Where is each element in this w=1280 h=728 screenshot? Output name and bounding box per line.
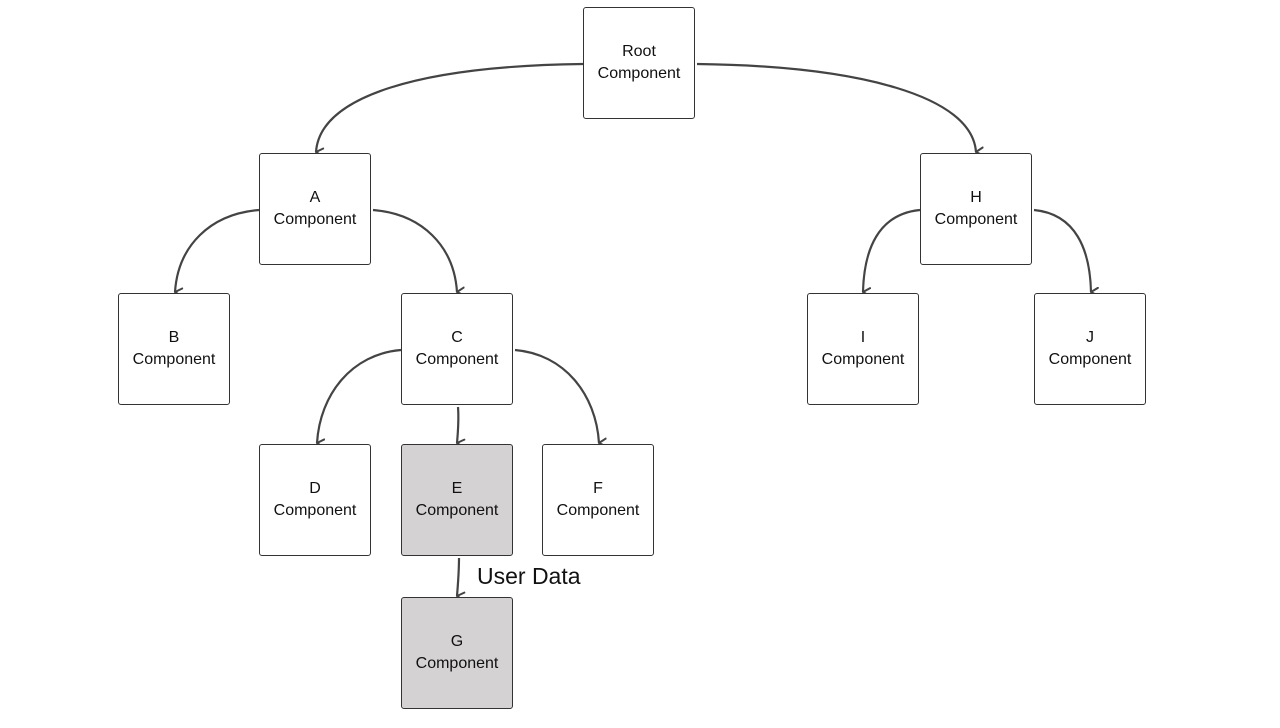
node-name: I (860, 329, 866, 346)
node-type: Component (273, 211, 357, 228)
user-data-edge-label: User Data (477, 563, 581, 589)
node-type: Component (1048, 351, 1132, 368)
node-name: J (1086, 329, 1094, 346)
c-component-node: C Component (401, 293, 513, 405)
edge-e-to-g (455, 557, 466, 602)
d-component-node: D Component (259, 444, 371, 556)
root-component-node: Root Component (583, 7, 695, 119)
node-name: B (168, 329, 180, 346)
node-type: Component (415, 502, 499, 519)
edge-c-to-d (315, 348, 402, 449)
edge-root-to-a (314, 62, 584, 158)
node-name: Root (622, 43, 656, 60)
node-name: C (451, 329, 463, 346)
node-type: Component (934, 211, 1018, 228)
b-component-node: B Component (118, 293, 230, 405)
edge-root-to-h (696, 62, 985, 157)
node-name: F (593, 480, 603, 497)
node-type: Component (597, 65, 681, 82)
node-type: Component (273, 502, 357, 519)
node-name: D (309, 480, 321, 497)
e-component-node: E Component (401, 444, 513, 556)
i-component-node: I Component (807, 293, 919, 405)
node-type: Component (415, 655, 499, 672)
node-name: H (970, 189, 982, 206)
edge-c-to-f (514, 348, 608, 448)
node-name: G (450, 633, 464, 650)
j-component-node: J Component (1034, 293, 1146, 405)
edge-h-to-j (1033, 208, 1100, 297)
node-name: A (309, 189, 321, 206)
node-name: E (451, 480, 463, 497)
node-type: Component (132, 351, 216, 368)
a-component-node: A Component (259, 153, 371, 265)
edge-h-to-i (861, 208, 921, 298)
edge-a-to-b (173, 208, 260, 298)
node-type: Component (556, 502, 640, 519)
edge-a-to-c (372, 208, 466, 297)
g-component-node: G Component (401, 597, 513, 709)
h-component-node: H Component (920, 153, 1032, 265)
node-type: Component (821, 351, 905, 368)
node-type: Component (415, 351, 499, 368)
edge-c-to-e (455, 406, 466, 449)
f-component-node: F Component (542, 444, 654, 556)
